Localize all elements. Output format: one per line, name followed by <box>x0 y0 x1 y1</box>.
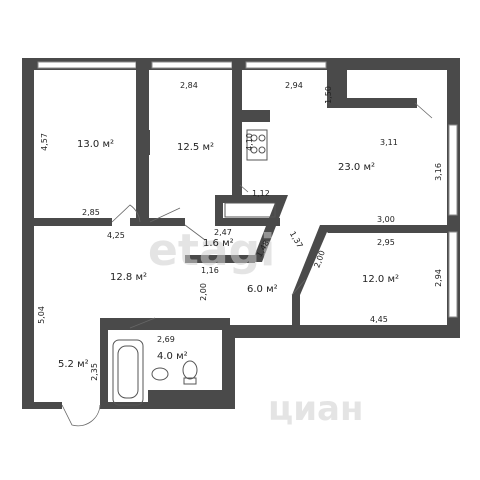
wall-room1-bottom <box>22 218 112 226</box>
wall-bath-top <box>100 318 230 330</box>
door-pantry <box>184 224 206 241</box>
door-balcony <box>414 102 433 119</box>
stove-burner <box>258 134 266 142</box>
bathtub-inner <box>117 345 139 399</box>
dim-label: 2,85 <box>82 208 100 217</box>
door-room2 <box>149 207 181 223</box>
window-room2 <box>151 61 233 69</box>
wall-living-room3 <box>320 225 448 233</box>
window-balcony <box>448 124 458 216</box>
toilet-tank <box>183 377 197 385</box>
stove-burner <box>258 146 266 154</box>
corridor-area: 6.0 м² <box>247 284 278 295</box>
wall-pantry-lower <box>185 255 255 263</box>
entry-area: 5.2 м² <box>58 359 89 370</box>
living-area: 23.0 м² <box>338 162 375 173</box>
door-room1 <box>111 204 141 223</box>
window-living <box>245 61 327 69</box>
toilet <box>182 360 198 380</box>
dim-label: 2,94 <box>434 269 443 287</box>
dim-label: 1,37 <box>288 230 305 250</box>
dim-label: 3,16 <box>434 163 443 181</box>
door-niche <box>239 184 249 193</box>
dim-label: 4,45 <box>370 315 388 324</box>
dim-label: 2,84 <box>180 81 198 90</box>
window-room1 <box>37 61 137 69</box>
bath-area: 4.0 м² <box>157 351 188 362</box>
room1-area: 13.0 м² <box>77 139 114 150</box>
wall-room2-living <box>232 58 242 198</box>
doors <box>61 102 433 427</box>
wall-diagonal-left <box>252 195 288 262</box>
room-labels: 13.0 м² 12.5 м² 23.0 м² 1.6 м² 12.8 м² 6… <box>58 139 399 370</box>
sink <box>151 367 169 381</box>
wall-diagonal-right <box>292 225 330 295</box>
window-room3 <box>448 231 458 318</box>
dim-label: 2,69 <box>157 335 175 344</box>
dim-label: 3,00 <box>377 215 395 224</box>
dim-label: 4,57 <box>40 133 49 151</box>
stove-burner <box>250 134 258 142</box>
dim-label: 4,10 <box>245 133 254 151</box>
pantry-shelf <box>224 202 276 218</box>
dim-label: 1,50 <box>324 86 333 104</box>
bathtub <box>112 339 144 406</box>
dim-label: 1,16 <box>201 266 219 275</box>
room3-area: 12.0 м² <box>362 274 399 285</box>
etagi-watermark: etagi <box>148 225 275 276</box>
wall-room2-bottom <box>130 218 185 226</box>
dim-label: 5,04 <box>37 306 46 324</box>
dim-label: 2,95 <box>377 238 395 247</box>
dim-label: 3,11 <box>380 138 398 147</box>
wall-pantry-bottom <box>215 218 280 226</box>
dim-label: 4,25 <box>107 231 125 240</box>
wall-bath-bottom <box>148 390 222 402</box>
door-room3 <box>291 279 306 296</box>
wall-pantry-left <box>215 195 223 225</box>
wall-pantry-top <box>215 195 285 203</box>
wall-corridor-right <box>292 295 300 325</box>
dim-label: 1,12 <box>252 189 270 198</box>
wall-bath-left <box>100 318 108 408</box>
door-entry <box>61 404 101 427</box>
wall-door-panel <box>138 130 150 155</box>
dim-label: 2,00 <box>199 283 208 301</box>
dim-label: 2,35 <box>90 363 99 381</box>
wall-niche <box>240 110 270 122</box>
door-bath <box>129 317 156 329</box>
cian-watermark: циан <box>268 389 363 429</box>
stove <box>246 129 268 161</box>
hall-area: 12.8 м² <box>110 272 147 283</box>
fixtures <box>112 129 276 406</box>
stove-burner <box>250 146 258 154</box>
dim-label: 2,94 <box>285 81 303 90</box>
pantry-area: 1.6 м² <box>203 238 234 249</box>
room2-area: 12.5 м² <box>177 142 214 153</box>
interior-walls <box>22 58 448 408</box>
dim-label: 2,47 <box>214 228 232 237</box>
